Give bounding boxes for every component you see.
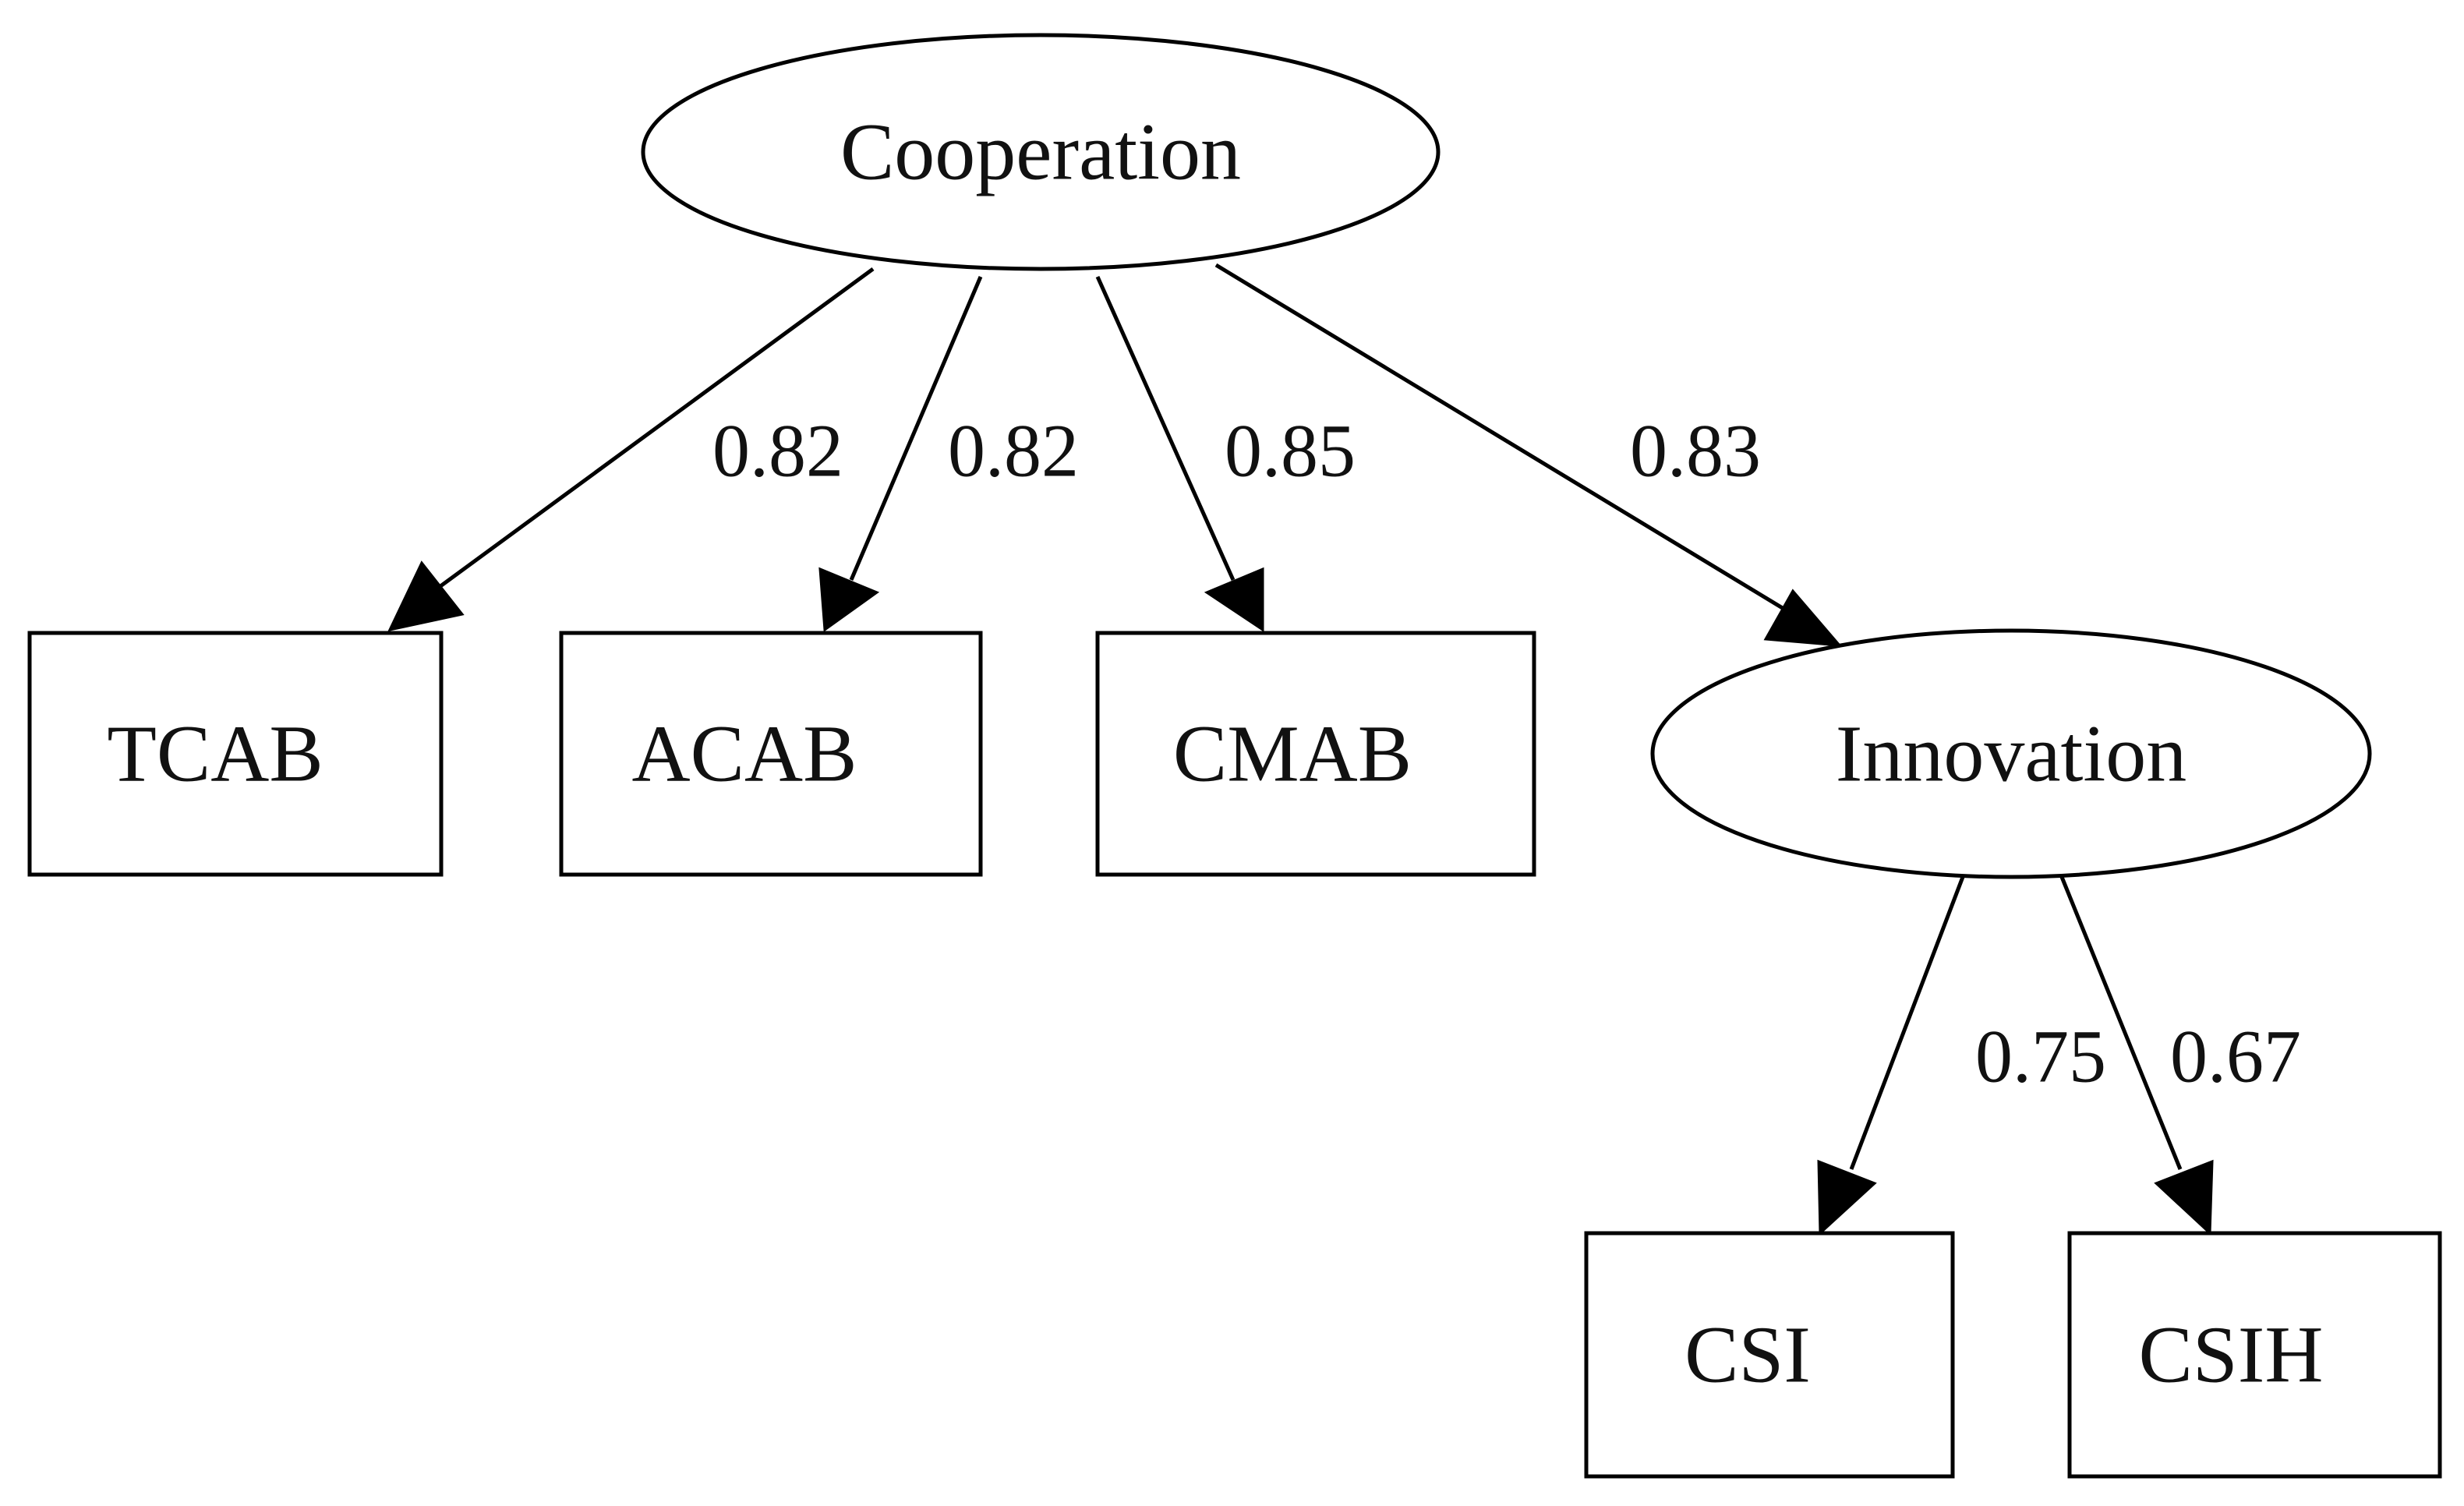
latent-variable-ellipse	[641, 33, 1441, 271]
edge-line	[2059, 876, 2183, 1170]
arrow-head	[818, 567, 880, 632]
arrow-head	[387, 560, 465, 632]
node-tcab: TCAB	[27, 631, 444, 877]
edge-line	[439, 267, 875, 589]
observed-variable-box	[27, 631, 444, 877]
node-label: ACAB	[632, 709, 857, 799]
edge-innovation-csih: 0.67	[2059, 876, 2301, 1236]
node-innovation: Innovation	[1650, 628, 2372, 879]
edge-cooperation-tcab: 0.82	[387, 267, 875, 632]
observed-variable-box	[1095, 631, 1536, 877]
node-label: CSI	[1684, 1310, 1811, 1400]
edge-label: 0.67	[2170, 1015, 2301, 1098]
arrow-head	[2154, 1159, 2214, 1236]
edge-cooperation-innovation: 0.83	[1214, 263, 1843, 647]
edge-line	[1095, 275, 1236, 582]
node-csih: CSIH	[2067, 1231, 2442, 1479]
edge-label: 0.75	[1975, 1015, 2106, 1098]
node-csi: CSI	[1584, 1231, 1955, 1479]
node-label: Cooperation	[840, 108, 1241, 197]
edge-cooperation-cmab: 0.85	[1095, 275, 1356, 632]
observed-variable-box	[1584, 1231, 1955, 1479]
node-cmab: CMAB	[1095, 631, 1536, 877]
node-label: Innovation	[1836, 709, 2187, 799]
node-cooperation: Cooperation	[641, 33, 1441, 271]
node-label: CSIH	[2139, 1310, 2324, 1400]
node-label: TCAB	[107, 709, 323, 799]
arrow-head	[1204, 567, 1264, 632]
node-acab: ACAB	[559, 631, 983, 877]
node-label: CMAB	[1173, 709, 1412, 799]
edge-label: 0.82	[948, 409, 1079, 493]
arrow-head	[1763, 589, 1843, 647]
edge-line	[1214, 263, 1787, 612]
edge-line	[849, 276, 983, 581]
observed-variable-box	[2067, 1231, 2442, 1479]
edge-label: 0.82	[712, 409, 843, 493]
edge-innovation-csi: 0.75	[1817, 876, 2106, 1236]
latent-variable-ellipse	[1650, 628, 2372, 879]
edge-cooperation-acab: 0.82	[818, 276, 1079, 632]
edge-label: 0.85	[1225, 409, 1356, 493]
edge-line	[1849, 876, 1965, 1170]
arrow-head	[1817, 1159, 1877, 1236]
edge-label: 0.83	[1630, 409, 1761, 493]
observed-variable-box	[559, 631, 983, 877]
